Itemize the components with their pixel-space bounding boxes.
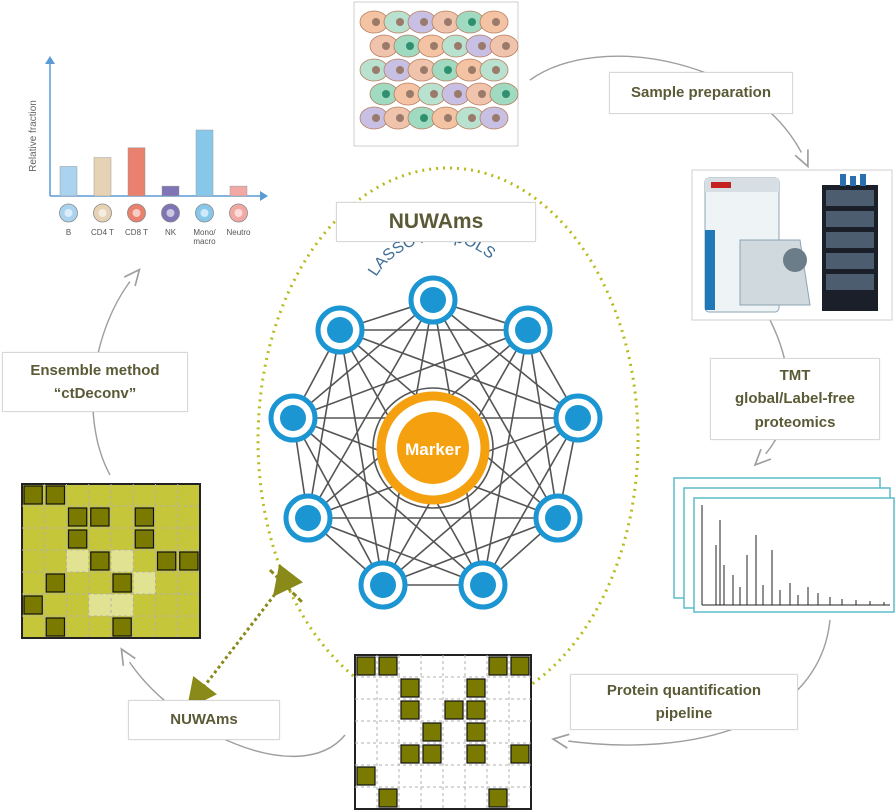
proteomics-line-1: TMT — [779, 367, 811, 385]
matrix-cell — [466, 678, 486, 698]
matrix-cell — [378, 788, 398, 808]
matrix-cell — [179, 551, 199, 571]
bar-1 — [93, 157, 112, 197]
nuwams-title-box: NUWAms — [336, 202, 536, 242]
matrix-cell — [67, 529, 88, 549]
ensemble-line-2: “ctDeconv” — [53, 385, 137, 402]
matrix-cell — [356, 766, 376, 786]
matrix-cell — [422, 744, 442, 764]
proteomics-line-3: proteomics — [754, 413, 836, 431]
matrix-cell — [90, 551, 110, 571]
matrix-cell — [356, 656, 376, 676]
tick-label-0: B — [66, 228, 71, 237]
matrix-cell — [466, 744, 486, 764]
matrix-cell — [112, 617, 132, 637]
proteomics-box: TMT global/Label-free proteomics — [710, 358, 880, 440]
matrix-cell — [400, 744, 420, 764]
arrow-matrix-to-nuwams — [120, 647, 346, 758]
matrix-cell — [466, 722, 486, 742]
matrix-cell — [90, 507, 110, 527]
nuwams-title: NUWAms — [388, 209, 484, 233]
tick-label-4: Mono/macro — [193, 228, 216, 246]
matrix-cell — [23, 595, 43, 615]
matrix-cell — [45, 617, 66, 637]
spectrum-sheets — [673, 477, 895, 613]
quantification-line-1: Protein quantification — [606, 681, 762, 699]
matrix-cell — [378, 656, 398, 676]
y-axis-label: Relative fraction — [28, 100, 39, 172]
proteomics-line-2: global/Label-free — [734, 390, 856, 408]
matrix-cell — [400, 678, 420, 698]
tick-label-1: CD4 T — [91, 228, 114, 237]
cell-tissue-image — [353, 1, 519, 147]
matrix-cell — [134, 507, 155, 527]
matrix-cell — [400, 700, 420, 720]
tick-label-2: CD8 T — [125, 228, 148, 237]
bar-4 — [195, 129, 214, 197]
nuwams-step-box: NUWAms — [128, 700, 280, 740]
marker-network: Marker — [268, 275, 603, 610]
ensemble-box: Ensemble method “ctDeconv” — [2, 352, 188, 412]
quantification-matrix — [354, 654, 532, 810]
matrix-cell — [45, 485, 66, 505]
matrix-cell — [67, 507, 88, 527]
tick-label-3: NK — [165, 228, 177, 237]
matrix-cell — [510, 744, 530, 764]
matrix-cell — [112, 573, 132, 593]
tick-label-5: Neutro — [226, 228, 251, 237]
sample-preparation-label: Sample preparation — [630, 84, 772, 102]
bar-3 — [161, 185, 180, 197]
marker-label: Marker — [405, 440, 461, 459]
sample-preparation-box: Sample preparation — [609, 72, 793, 114]
ensemble-line-1: Ensemble method — [30, 361, 160, 379]
matrix-cell — [45, 573, 66, 593]
bar-2 — [127, 147, 146, 197]
matrix-cell — [156, 551, 177, 571]
matrix-cell — [488, 788, 508, 808]
matrix-cell — [444, 700, 464, 720]
matrix-cell — [488, 656, 508, 676]
bar-5 — [229, 185, 248, 197]
signature-matrix — [21, 483, 201, 639]
matrix-cell — [466, 700, 486, 720]
matrix-cell — [23, 485, 43, 505]
bar-0 — [59, 166, 78, 197]
arrow-sample-to-ms — [529, 55, 809, 169]
matrix-cell — [510, 656, 530, 676]
nuwams-step-label: NUWAms — [170, 711, 238, 729]
quantification-box: Protein quantification pipeline — [570, 674, 798, 730]
quantification-line-2: pipeline — [655, 705, 713, 722]
matrix-cell — [134, 529, 155, 549]
mass-spectrometer-image — [691, 169, 893, 321]
cell-fraction-chart: Relative fraction B CD4 T CD8 T NK Mono/macr… — [28, 56, 268, 246]
matrix-cell — [422, 722, 442, 742]
nuwams-link-arrow — [186, 563, 304, 709]
